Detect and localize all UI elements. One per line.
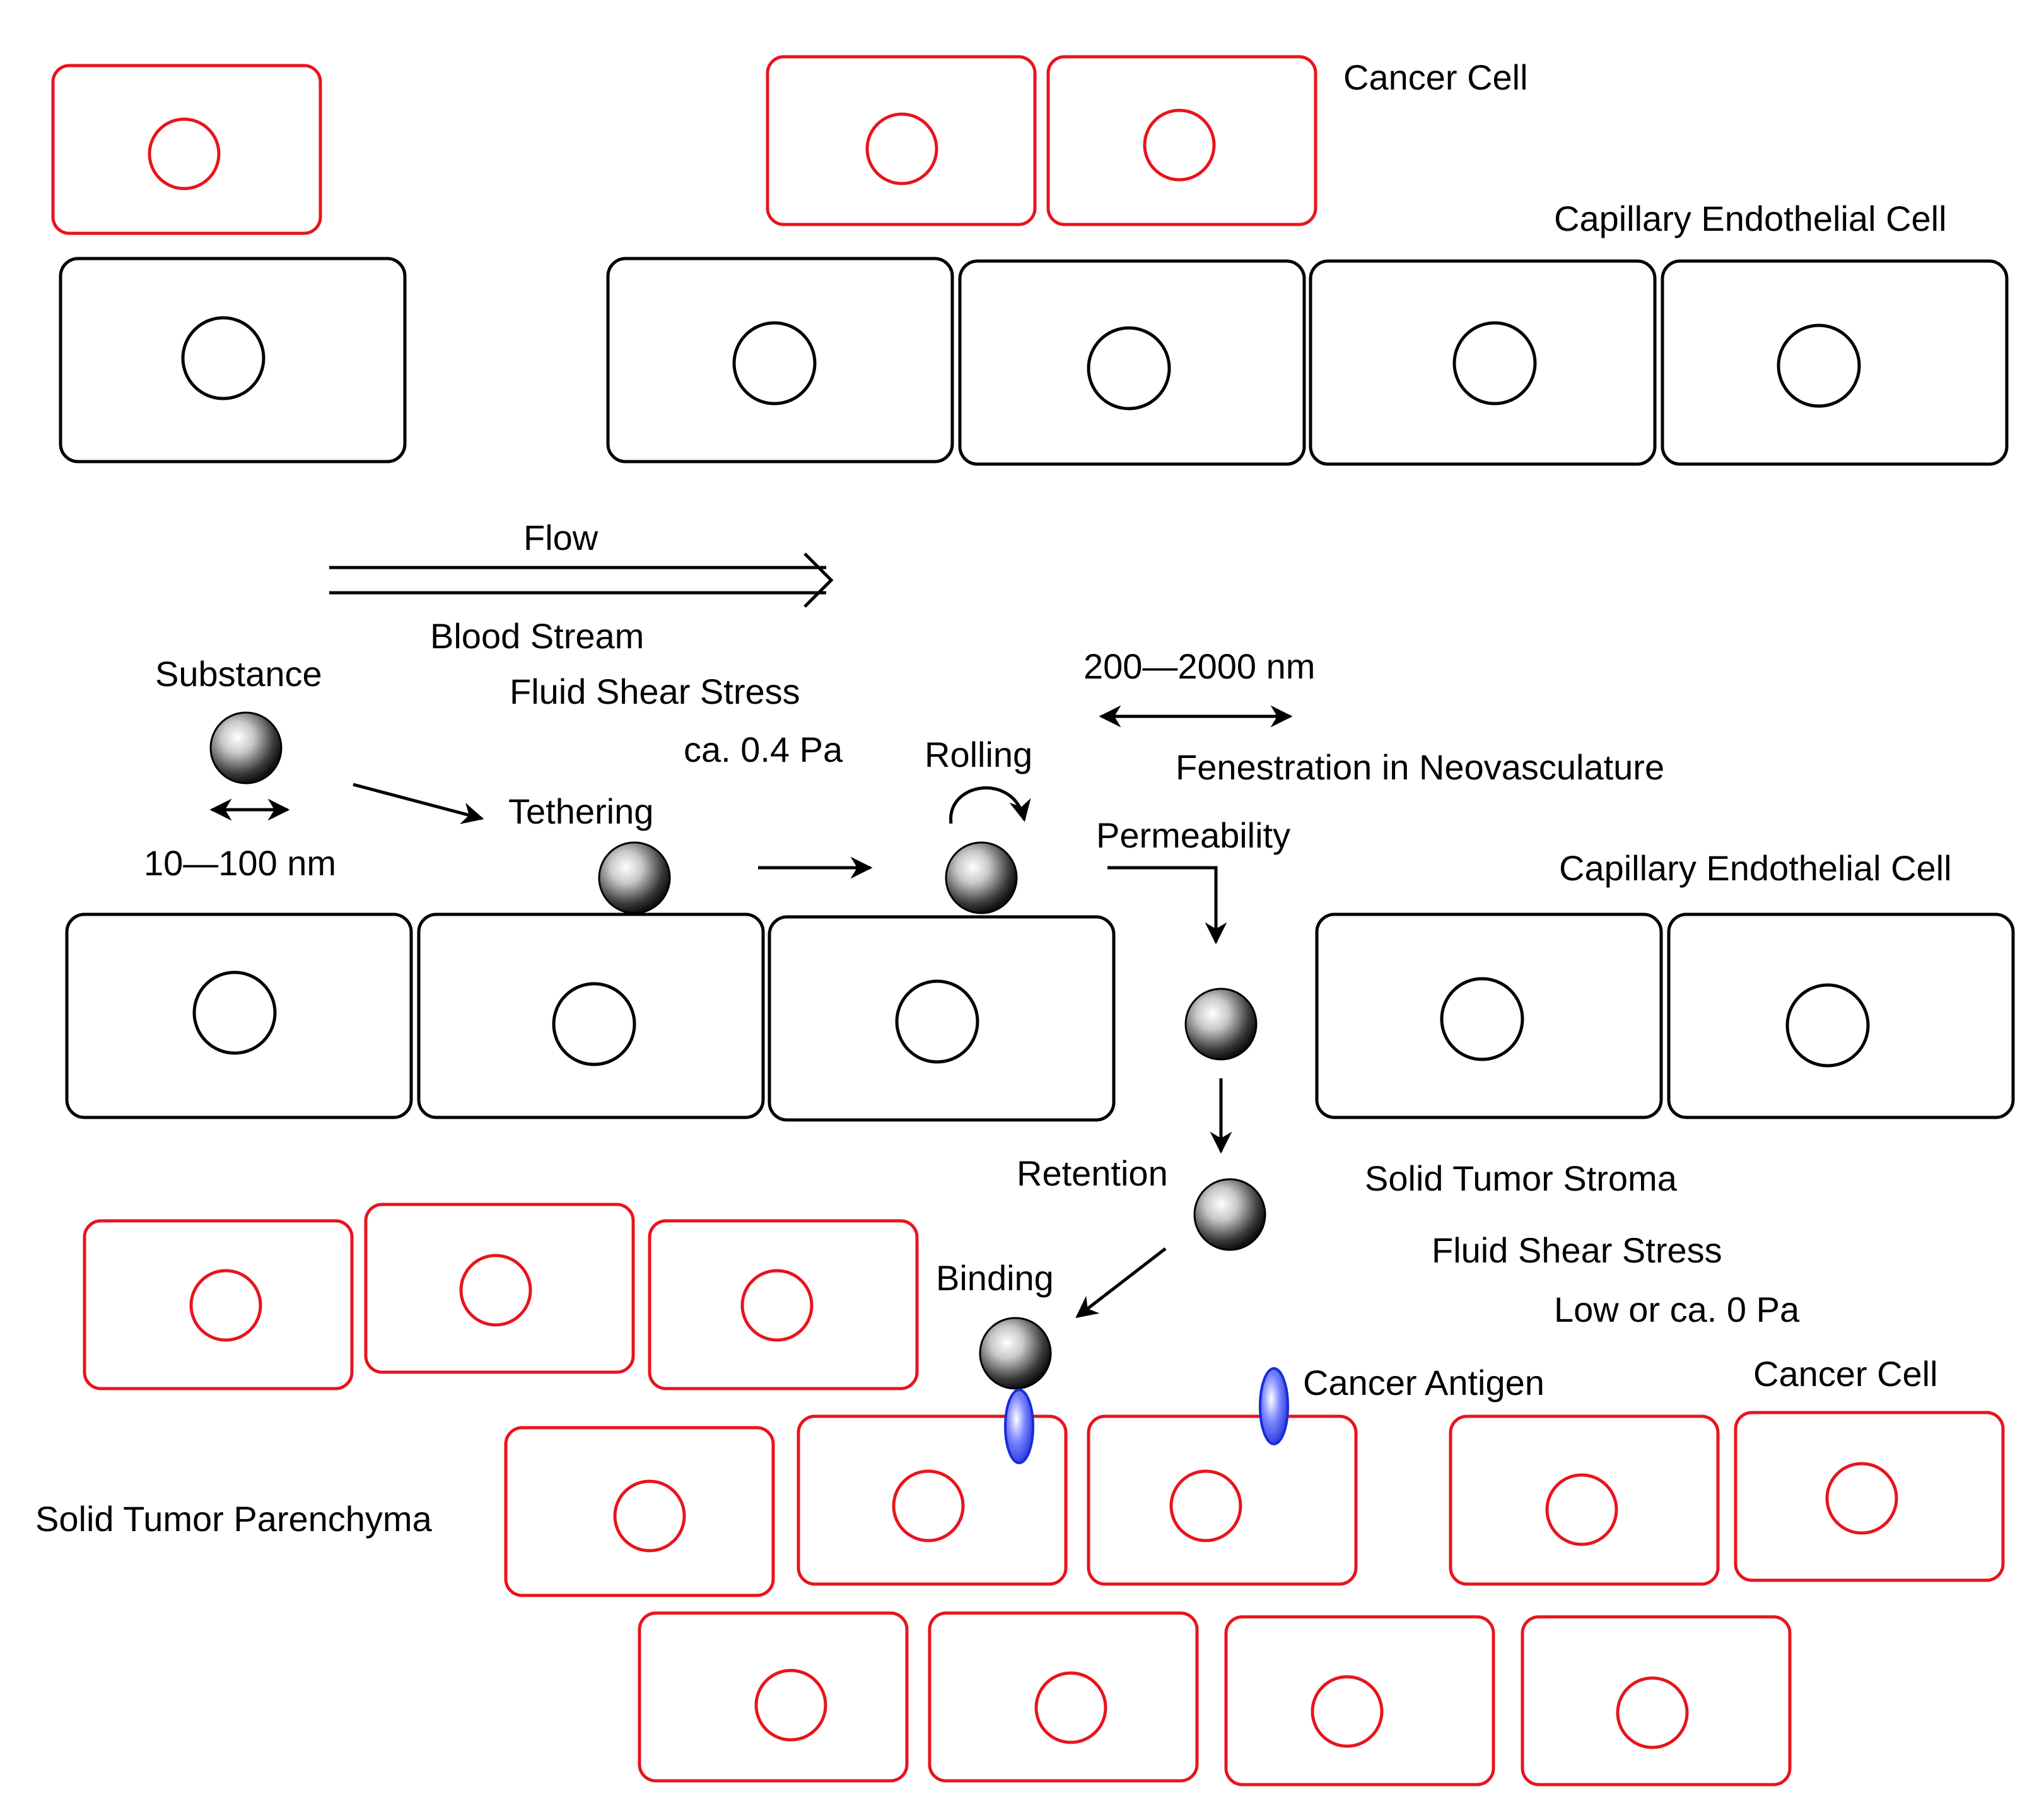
shear-blood-value: ca. 0.4 Pa bbox=[684, 730, 843, 769]
cancer-cell bbox=[1521, 1615, 1792, 1786]
endothelial-cell bbox=[59, 257, 407, 463]
cancer-cell bbox=[1046, 55, 1317, 226]
endothelial-cell bbox=[606, 257, 954, 463]
cancer-cell bbox=[504, 1426, 775, 1597]
cancer-cell bbox=[364, 1203, 635, 1374]
fluid-shear-stroma-label: Fluid Shear Stress bbox=[1432, 1230, 1722, 1270]
blood-stream-label: Blood Stream bbox=[430, 616, 644, 656]
capillary-top-label: Capillary Endothelial Cell bbox=[1554, 199, 1947, 238]
retention-label: Retention bbox=[1017, 1153, 1168, 1193]
cancer-antigen-bound bbox=[1004, 1389, 1034, 1464]
permeability-label: Permeability bbox=[1096, 815, 1290, 855]
arrow-to-binding bbox=[1075, 1247, 1167, 1319]
cancer-antigen-label: Cancer Antigen bbox=[1303, 1363, 1545, 1402]
endothelial-cells-mid bbox=[65, 912, 2015, 1122]
endothelial-cell bbox=[417, 912, 765, 1119]
cancer-antigen bbox=[1259, 1367, 1289, 1445]
endothelial-cell bbox=[958, 259, 1306, 466]
cancer-cells-parenchyma-row2 bbox=[638, 1611, 1792, 1786]
shear-stroma-value: Low or ca. 0 Pa bbox=[1554, 1290, 1800, 1329]
cancer-cell bbox=[928, 1611, 1199, 1783]
cancer-cell bbox=[1449, 1414, 1720, 1586]
endothelial-cell bbox=[768, 915, 1116, 1122]
endothelial-cell bbox=[1667, 912, 2015, 1119]
capillary-mid-label: Capillary Endothelial Cell bbox=[1559, 848, 1952, 888]
tethering-particle bbox=[598, 841, 671, 914]
cancer-cell bbox=[83, 1219, 354, 1390]
binding-label: Binding bbox=[936, 1258, 1054, 1298]
cancer-cells-top bbox=[51, 55, 1317, 235]
endothelial-cells-top bbox=[59, 257, 2009, 466]
cancer-cell bbox=[797, 1414, 1068, 1586]
cancer-cell bbox=[648, 1219, 919, 1390]
flow-arrow bbox=[329, 552, 834, 608]
parenchyma-label: Solid Tumor Parenchyma bbox=[35, 1499, 433, 1539]
rolling-label: Rolling bbox=[925, 735, 1032, 774]
rolling-arrow bbox=[949, 786, 1031, 824]
bound-particle bbox=[979, 1317, 1052, 1390]
endothelial-cell bbox=[1661, 259, 2009, 466]
permeability-arrow bbox=[1107, 866, 1227, 945]
cancer-cell bbox=[1224, 1615, 1495, 1786]
retained-particle bbox=[1193, 1178, 1266, 1251]
cancer-cell-top-label: Cancer Cell bbox=[1343, 57, 1528, 97]
cancer-cell-bottom-label: Cancer Cell bbox=[1753, 1354, 1938, 1394]
arrow-to-tethering bbox=[353, 783, 484, 824]
cancer-cell bbox=[1734, 1411, 2005, 1582]
flow-label: Flow bbox=[523, 518, 599, 557]
cancer-cell bbox=[51, 64, 322, 235]
rolling-particle bbox=[945, 841, 1018, 914]
permeated-particle bbox=[1184, 988, 1258, 1061]
fluid-shear-blood-label: Fluid Shear Stress bbox=[510, 672, 800, 711]
fenestration-size-label: 200—2000 nm bbox=[1083, 646, 1315, 686]
endothelial-cell bbox=[1309, 259, 1657, 466]
cancer-cell bbox=[638, 1611, 909, 1783]
stroma-label: Solid Tumor Stroma bbox=[1365, 1158, 1678, 1198]
substance-label: Substance bbox=[155, 654, 322, 694]
endothelial-cell bbox=[65, 912, 413, 1119]
tethering-label: Tethering bbox=[508, 791, 653, 831]
endothelial-cell bbox=[1315, 912, 1663, 1119]
cancer-cells-parenchyma-row1 bbox=[504, 1411, 2005, 1597]
cancer-cell bbox=[1087, 1414, 1358, 1586]
size-substance-label: 10—100 nm bbox=[144, 843, 336, 883]
substance-particle bbox=[209, 711, 283, 784]
fenestration-label: Fenestration in Neovasculature bbox=[1176, 747, 1664, 787]
cancer-cells-stroma bbox=[83, 1203, 919, 1390]
cancer-cell bbox=[766, 55, 1037, 226]
